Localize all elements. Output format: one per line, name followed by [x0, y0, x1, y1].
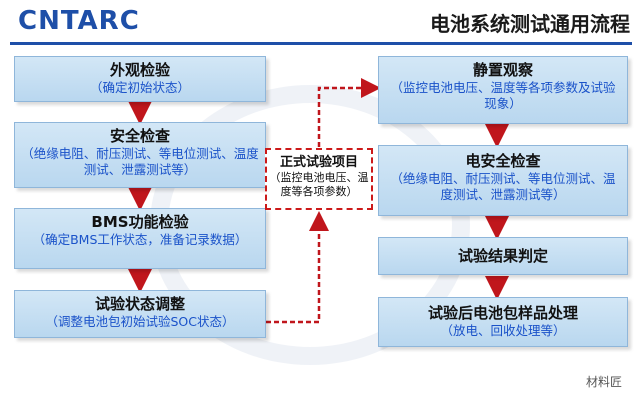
step-title: BMS功能检验 [91, 213, 189, 231]
step-desc: （监控电池电压、温度等各项参数及试验现象） [390, 80, 616, 111]
step-title: 电安全检查 [465, 152, 541, 170]
step-desc: （绝缘电阻、耐压测试、等电位测试、温度测试、泄露测试等） [21, 146, 259, 177]
center-title: 正式试验项目 [279, 155, 358, 170]
step-appearance-inspection: 外观检验 （确定初始状态） [14, 56, 266, 102]
step-title: 安全检查 [109, 127, 170, 145]
step-title: 外观检验 [109, 61, 170, 79]
arrow-center-to-right1 [317, 78, 381, 147]
step-desc: （确定初始状态） [89, 80, 190, 95]
center-desc: （监控电池电压、温度等各项参数） [269, 171, 369, 198]
step-title: 试验结果判定 [457, 247, 548, 265]
step-test-state-adjustment: 试验状态调整 （调整电池包初始试验SOC状态） [14, 290, 266, 338]
title-divider [10, 42, 632, 45]
source-watermark: 材料匠 [585, 375, 622, 389]
step-desc: （确定BMS工作状态，准备记录数据） [32, 232, 248, 247]
step-sample-disposal: 试验后电池包样品处理 （放电、回收处理等） [378, 297, 628, 347]
step-title: 试验状态调整 [94, 295, 185, 313]
step-result-judgment: 试验结果判定 [378, 237, 628, 275]
step-desc: （绝缘电阻、耐压测试、等电位测试、温度测试、泄露测试等） [390, 171, 616, 202]
formal-test-items-box: 正式试验项目 （监控电池电压、温度等各项参数） [265, 148, 373, 210]
step-static-observation: 静置观察 （监控电池电压、温度等各项参数及试验现象） [378, 56, 628, 124]
step-electrical-safety-check: 电安全检查 （绝缘电阻、耐压测试、等电位测试、温度测试、泄露测试等） [378, 145, 628, 216]
step-safety-check: 安全检查 （绝缘电阻、耐压测试、等电位测试、温度测试、泄露测试等） [14, 122, 266, 188]
step-title: 静置观察 [472, 61, 533, 79]
page-title: 电池系统测试通用流程 [430, 12, 630, 36]
brand-logo: CNTARC [18, 6, 140, 36]
step-title: 试验后电池包样品处理 [427, 304, 578, 322]
step-bms-function-check: BMS功能检验 （确定BMS工作状态，准备记录数据） [14, 208, 266, 269]
arrow-step4-to-center [266, 211, 329, 324]
step-desc: （调整电池包初始试验SOC状态） [45, 314, 235, 329]
step-desc: （放电、回收处理等） [440, 323, 566, 338]
